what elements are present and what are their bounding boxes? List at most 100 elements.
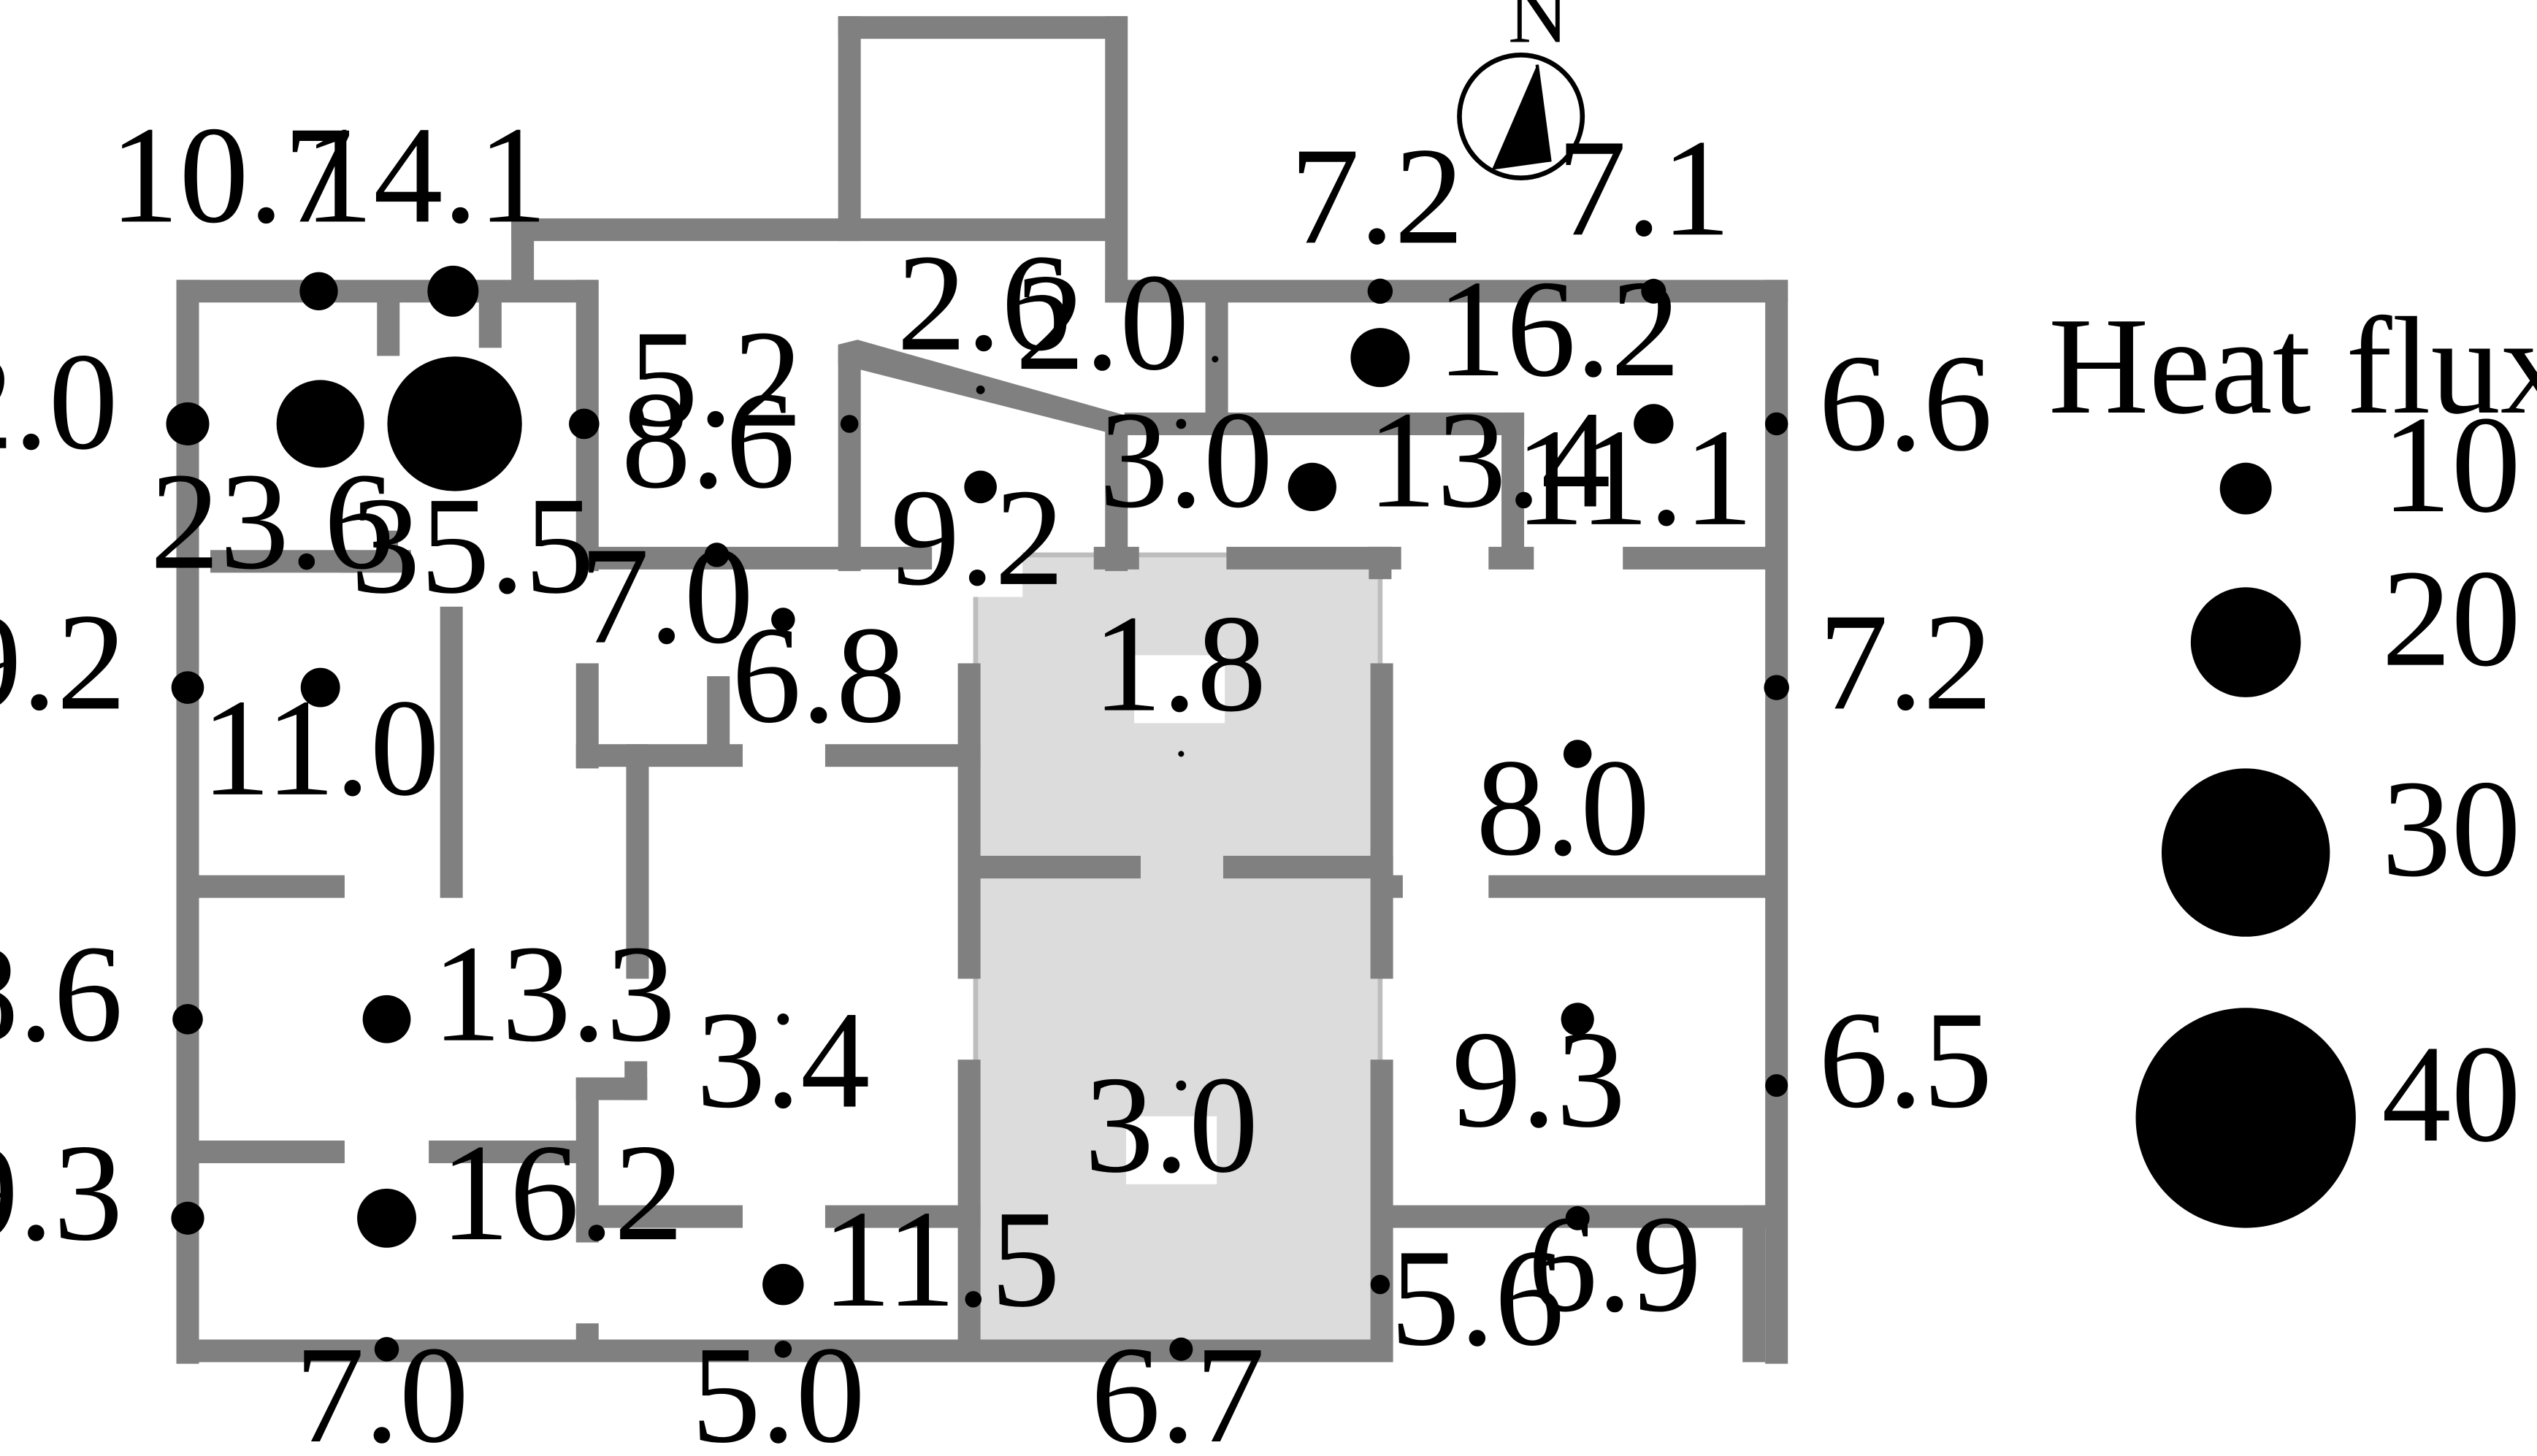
heat-flux-bubble (299, 272, 338, 310)
measurement-point: 5.2 (629, 302, 859, 456)
heat-flux-label: 14.1 (304, 99, 547, 253)
measurement-point: 5.0 (692, 1318, 865, 1456)
tower-wall-west (838, 16, 861, 242)
heat-flux-label: 16.2 (1436, 252, 1680, 406)
heat-flux-bubble (1765, 1074, 1788, 1097)
wall-segment (1370, 663, 1393, 979)
heat-flux-label: 23.6 (150, 445, 394, 599)
heat-flux-label: 10.7 (110, 99, 353, 253)
heat-flux-label: 8.6 (621, 364, 795, 518)
heat-flux-bubble (1169, 1337, 1193, 1361)
heat-flux-label: 13.3 (432, 917, 676, 1071)
heat-flux-label: 8.0 (1476, 731, 1650, 885)
legend-bubble (2161, 768, 2330, 937)
heat-flux-label: 7.0 (295, 1318, 469, 1456)
legend-entry: 20 (2190, 542, 2521, 697)
wall-segment (1369, 546, 1392, 580)
heat-flux-label: 6.8 (732, 598, 906, 752)
wall-segment (176, 875, 345, 898)
wall-segment (838, 344, 861, 572)
heat-flux-label: 5.2 (629, 302, 803, 456)
heat-flux-bubble (1367, 278, 1393, 304)
heat-flux-bubble (1641, 278, 1667, 304)
measurement-point: 9.2 (890, 461, 1064, 615)
measurement-point: 16.2 (1350, 252, 1680, 406)
legend-entry: 40 (2135, 1008, 2521, 1228)
legend-value-label: 30 (2381, 752, 2521, 906)
measurement-markers: 10.714.112.023.635.58.65.22.69.22.03.016… (0, 99, 1992, 1456)
measurement-point: 11.5 (762, 1182, 1060, 1336)
wall-segment (824, 744, 981, 767)
heat-flux-label: 7.0 (580, 519, 754, 673)
measurement-point: 2.6 (897, 226, 1071, 394)
wall-segment (440, 606, 463, 898)
measurement-point: 7.0 (295, 1318, 469, 1456)
measurement-point: 6.6 (1764, 326, 1992, 480)
legend-value-label: 20 (2381, 542, 2521, 696)
heat-flux-bubble (569, 408, 600, 440)
legend-value-label: 40 (2381, 1017, 2521, 1171)
wall-segment (575, 1205, 743, 1228)
heat-flux-label: 11.5 (822, 1182, 1060, 1336)
label-background (1134, 655, 1225, 724)
heat-flux-label: 3.4 (696, 983, 870, 1137)
heat-flux-label: 9.3 (1452, 1003, 1626, 1157)
measurement-point: 6.8 (732, 598, 906, 752)
heat-flux-bubble (777, 1013, 789, 1025)
heat-flux-label: 9.2 (0, 585, 126, 739)
heat-flux-bubble (1176, 1080, 1187, 1091)
heat-flux-label: 7.2 (1818, 585, 1992, 739)
heat-flux-label: 9.3 (0, 1116, 123, 1270)
wall-segment (340, 550, 411, 573)
heat-flux-label: 8.6 (0, 917, 123, 1071)
heat-flux-label: 6.7 (1091, 1318, 1265, 1456)
heat-flux-bubble (1764, 675, 1789, 700)
measurement-point: 7.2 (1290, 119, 1464, 304)
measurement-point: 6.9 (1528, 1187, 1702, 1341)
heat-flux-bubble (172, 1003, 203, 1035)
heat-flux-label: 11.1 (1515, 401, 1753, 555)
measurement-point: 8.0 (1476, 731, 1650, 885)
heat-flux-bubble (1350, 328, 1410, 388)
north-label: N (1508, 0, 1569, 61)
heat-flux-bubble (171, 671, 204, 704)
measurement-point: 3.0 (1099, 383, 1273, 537)
heat-flux-label: 1.8 (1093, 587, 1266, 741)
legend-bubble (2135, 1008, 2356, 1228)
heat-flux-bubble (840, 415, 859, 433)
heat-flux-bubble (976, 386, 985, 394)
legend-title-text: Heat flux [W/m (2048, 289, 2537, 443)
outer-wall-east (1765, 280, 1788, 1364)
heat-flux-bubble (1370, 1274, 1390, 1295)
wall-segment (377, 291, 400, 356)
heat-flux-bubble (771, 608, 795, 632)
heat-flux-bubble (1561, 1003, 1594, 1036)
legend-title: Heat flux [W/m2] (2048, 289, 2537, 443)
tower-wall-east (1105, 16, 1128, 303)
measurement-point: 11.0 (202, 667, 440, 825)
heat-flux-bubble (427, 265, 479, 317)
wall-segment (626, 744, 649, 979)
wall-segment (1093, 546, 1139, 570)
measurement-point: 13.4 (1287, 383, 1611, 537)
wall-segment (378, 530, 399, 553)
heat-flux-label: 13.4 (1367, 383, 1610, 537)
heat-flux-label: 5.0 (692, 1318, 865, 1456)
legend-value-label: 10 (2381, 388, 2521, 542)
heat-flux-label: 6.5 (1818, 983, 1992, 1137)
heat-flux-bubble (1212, 356, 1219, 363)
annex-wall-top (511, 218, 852, 242)
measurement-point: 7.0 (580, 519, 754, 673)
measurement-point: 7.2 (1764, 585, 1992, 739)
legend-entry: 10 (2219, 388, 2521, 542)
wall-segment (824, 1205, 981, 1228)
tower-wall-top (838, 16, 1127, 39)
heat-flux-bubble (387, 356, 522, 491)
measurement-point: 10.7 (110, 99, 353, 310)
heat-flux-bubble (166, 402, 210, 445)
heat-flux-label: 7.1 (1557, 111, 1731, 265)
heat-flux-label: 35.5 (351, 469, 594, 623)
heat-flux-bubble (300, 667, 340, 708)
north-arrow: N (1457, 0, 1585, 181)
wall-segment (429, 1140, 591, 1163)
